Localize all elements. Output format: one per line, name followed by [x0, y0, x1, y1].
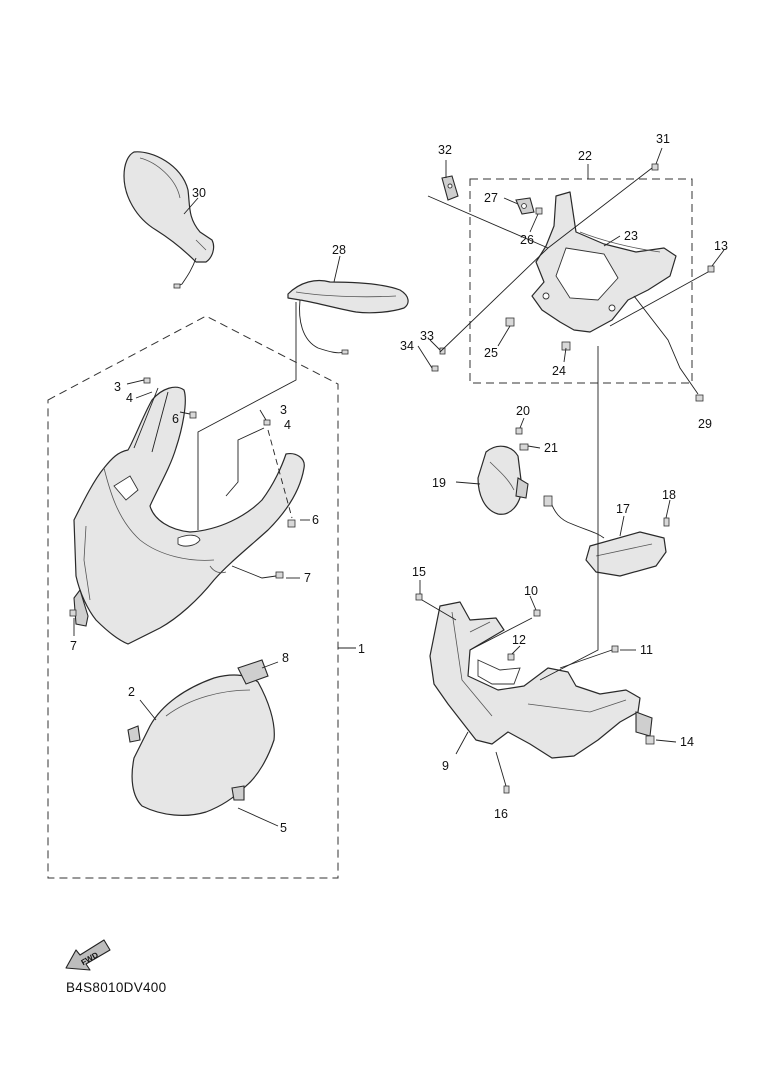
mirror-left[interactable] [123, 151, 215, 289]
grommet-14[interactable] [645, 735, 655, 745]
callout-20: 20 [516, 404, 530, 418]
callout-6-right: 6 [312, 513, 319, 527]
callout-30: 30 [192, 186, 206, 200]
bracket-21[interactable] [519, 443, 529, 451]
grommet-6a[interactable] [189, 411, 197, 419]
callout-25: 25 [484, 346, 498, 360]
stay-23[interactable] [531, 191, 677, 333]
callout-16: 16 [494, 807, 508, 821]
callout-7-right: 7 [304, 571, 311, 585]
bolt-18[interactable] [663, 517, 670, 527]
group-frame-22 [469, 178, 693, 384]
callout-21: 21 [544, 441, 558, 455]
grommet-25[interactable] [505, 317, 515, 327]
callout-labels: 30 28 3 4 6 3 4 6 7 7 1 2 8 5 32 31 22 2… [70, 132, 728, 835]
nut-12[interactable] [507, 653, 515, 661]
windscreen[interactable] [127, 674, 275, 816]
bolt-11[interactable] [611, 645, 619, 653]
callout-13: 13 [714, 239, 728, 253]
callout-5: 5 [280, 821, 287, 835]
callout-28: 28 [332, 243, 346, 257]
callout-7-left: 7 [70, 639, 77, 653]
screw-3a[interactable] [143, 377, 151, 384]
callout-33: 33 [420, 329, 434, 343]
bolt-10[interactable] [533, 609, 541, 617]
leader-lines [73, 147, 725, 827]
light-19[interactable] [477, 445, 529, 515]
washer-34[interactable] [431, 365, 439, 372]
callout-18: 18 [662, 488, 676, 502]
callout-27: 27 [484, 191, 498, 205]
callout-32: 32 [438, 143, 452, 157]
callout-14: 14 [680, 735, 694, 749]
callout-9: 9 [442, 759, 449, 773]
callout-34: 34 [400, 339, 414, 353]
callout-3-left: 3 [114, 380, 121, 394]
callout-4-left: 4 [126, 391, 133, 405]
group-frame-1 [47, 315, 339, 879]
callout-1: 1 [358, 642, 365, 656]
callout-29: 29 [698, 417, 712, 431]
bolt-15[interactable] [415, 593, 423, 601]
light-17[interactable] [543, 495, 667, 577]
callout-6-left: 6 [172, 412, 179, 426]
screw-3b[interactable] [263, 419, 271, 426]
callout-8: 8 [282, 651, 289, 665]
diagram-code: B4S8010DV400 [66, 980, 167, 995]
callout-22: 22 [578, 149, 592, 163]
panel-8[interactable] [237, 659, 269, 685]
grommet-7a[interactable] [275, 571, 284, 579]
callout-3-right: 3 [280, 403, 287, 417]
grommet-6b[interactable] [287, 519, 296, 528]
grommet-7b[interactable] [69, 609, 77, 617]
callout-19: 19 [432, 476, 446, 490]
bolt-29[interactable] [695, 394, 704, 402]
callout-23: 23 [624, 229, 638, 243]
mirror-right[interactable] [287, 279, 409, 355]
callout-11: 11 [640, 643, 653, 657]
callout-10: 10 [524, 584, 538, 598]
bolt-31[interactable] [651, 163, 659, 171]
callout-2: 2 [128, 685, 135, 699]
bolt-16[interactable] [503, 785, 510, 794]
fwd-arrow-icon: FWD [65, 939, 111, 971]
frame-9[interactable] [429, 601, 653, 759]
callout-4-right: 4 [284, 418, 291, 432]
callout-12: 12 [512, 633, 526, 647]
callout-17: 17 [616, 502, 630, 516]
callout-24: 24 [552, 364, 566, 378]
callout-31: 31 [656, 132, 670, 146]
callout-26: 26 [520, 233, 534, 247]
bolt-20[interactable] [515, 427, 523, 435]
bolt-33[interactable] [439, 347, 446, 355]
cowling-upper[interactable] [73, 386, 305, 645]
callout-15: 15 [412, 565, 426, 579]
bracket-32[interactable] [441, 175, 459, 201]
nut-13[interactable] [707, 265, 715, 273]
bracket-27[interactable] [515, 197, 535, 215]
clip-26[interactable] [535, 207, 543, 215]
